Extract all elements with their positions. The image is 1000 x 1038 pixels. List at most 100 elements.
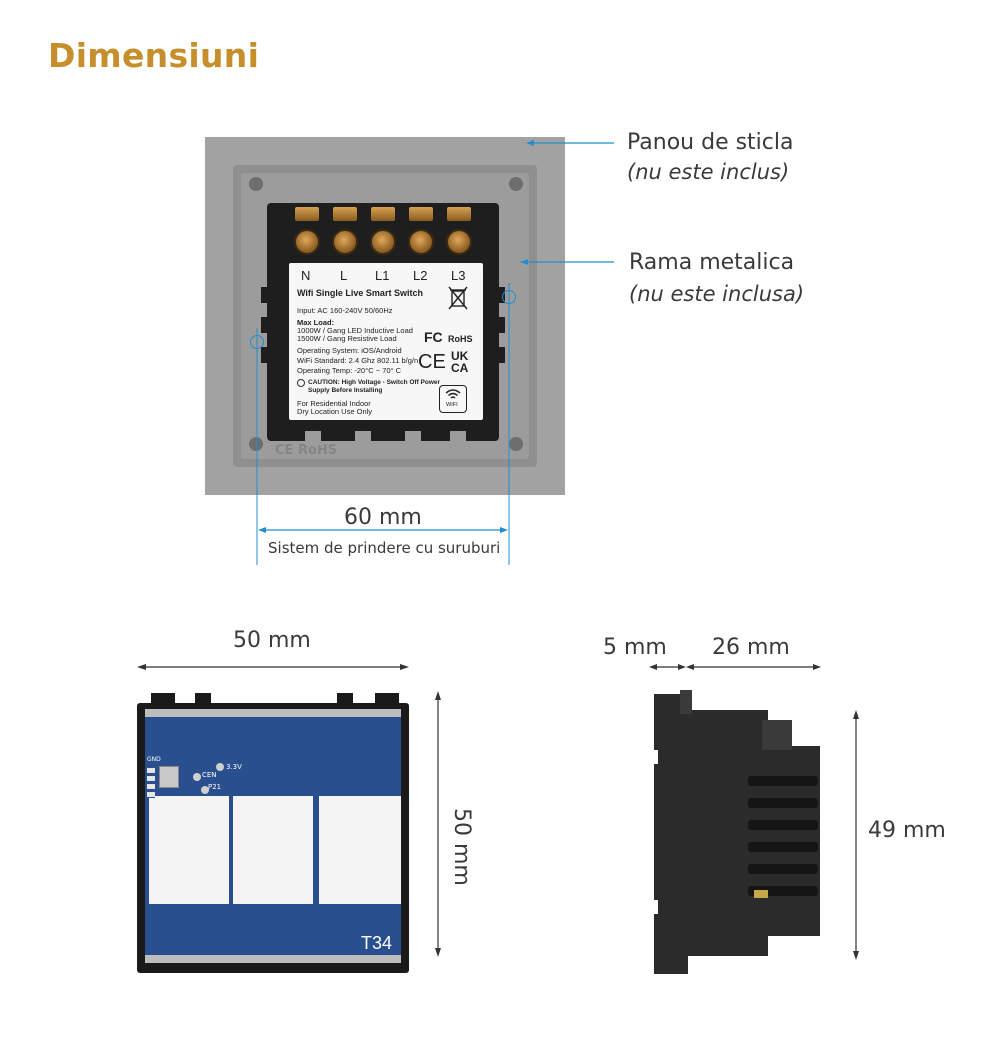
side-depth-value: 26 mm [712,635,790,660]
module-bottom-notch [450,431,466,445]
side-clip [680,690,692,714]
terminal-screw-top [295,207,319,221]
touch-pad-2 [233,796,313,904]
plate-hole [249,177,263,191]
label-os: Operating System: iOS/Android [297,346,402,355]
caution-icon [297,379,305,387]
embossed-marking: CE RoHS [275,443,338,458]
pcb-silk-p21: P21 [208,783,222,791]
label-max-load-2: 1500W / Gang Resistive Load [297,334,397,343]
terminal-label-l2: L2 [413,268,428,283]
terminal-screw [332,229,358,255]
side-vent [748,842,818,852]
pcb-test-point [216,763,224,771]
switch-back-photo: CE RoHS N L L1 L2 L3 Wifi Single Live Sm… [205,137,565,495]
side-vent [748,798,818,808]
side-vent [748,864,818,874]
side-height-value: 49 mm [868,818,946,843]
weee-bin-icon [447,285,469,311]
module-notch [495,317,505,333]
terminal-screw-top [409,207,433,221]
pcb-test-point [201,786,209,794]
glass-panel-label: Panou de sticla [627,130,794,155]
module-bottom-notch [355,431,371,445]
wifi-icon [445,389,461,399]
side-vent [748,886,818,896]
module-notch [261,317,271,333]
pcb-chip [159,766,179,788]
pcb-silver-strip [145,709,401,717]
pcb-width-value: 50 mm [233,628,311,653]
terminal-label-l1: L1 [375,268,390,283]
label-max-load-1: 1000W / Gang LED Inductive Load [297,326,413,335]
pcb-marking: T34 [361,933,393,953]
terminal-screw [370,229,396,255]
side-front-flange [654,694,688,974]
rohs-logo: RoHS [448,334,473,344]
ukca-logo-bottom: CA [451,361,469,375]
label-wifi-standard: WiFi Standard: 2.4 Ghz 802.11 b/g/n [297,356,419,365]
side-notch [650,900,658,914]
side-vent [748,776,818,786]
pcb-silk-cen: CEN [202,771,217,779]
frame-tab [375,693,399,707]
module-notch [261,347,271,363]
side-front-value: 5 mm [603,635,667,660]
screw-spacing-value: 60 mm [344,505,422,530]
pcb-photo: 3.3V CEN P21 GND T34 [137,693,409,975]
label-caution-2: Supply Before Installing [308,387,383,394]
ce-logo: CE [418,351,446,373]
module-notch [495,287,505,303]
frame-tab [195,693,211,707]
module-notch [261,287,271,303]
side-body-main [686,710,768,956]
terminal-screw [408,229,434,255]
label-temp: Operating Temp: -20°C ~ 70° C [297,366,402,375]
module-bottom-notch [405,431,421,445]
wifi-badge: WIFI [439,385,467,413]
side-notch [650,750,658,764]
wifi-badge-text: WIFI [446,402,458,408]
page-title: Dimensiuni [48,36,260,75]
pcb-silk-gnd: GND [147,756,161,763]
terminal-screw-top [447,207,471,221]
label-residential-2: Dry Location Use Only [297,407,373,416]
terminal-screw [446,229,472,255]
plate-hole [509,437,523,451]
terminal-screw-top [371,207,395,221]
module-bottom-notch [305,431,321,445]
product-label: N L L1 L2 L3 Wifi Single Live Smart Swit… [289,263,483,420]
terminal-screw [294,229,320,255]
side-body-back [766,746,820,936]
touch-pad-1 [149,796,229,904]
product-name: Wifi Single Live Smart Switch [297,288,423,298]
ukca-logo-top: UK [451,349,469,363]
side-clip [762,720,792,750]
screw-spacing-caption: Sistem de prindere cu suruburi [268,539,501,557]
terminal-screw-top [333,207,357,221]
terminal-label-n: N [301,268,311,283]
side-view-photo [650,690,822,975]
fcc-logo: FC [424,329,443,345]
pcb-silk-3v3: 3.3V [226,763,242,771]
label-input: Input: AC 160-240V 50/60Hz [297,306,393,315]
glass-panel-note: (nu este inclus) [627,160,790,184]
side-copper-contact [754,890,768,898]
label-residential-1: For Residential Indoor [297,399,371,408]
frame-tab [337,693,353,707]
plate-hole [249,437,263,451]
label-max-load-title: Max Load: [297,318,335,327]
frame-tab [151,693,175,707]
metal-frame-note: (nu este inclusa) [629,282,805,306]
terminal-label-l3: L3 [451,268,466,283]
pcb-height-value: 50 mm [449,808,474,886]
pcb-silver-strip [145,955,401,963]
plate-hole [509,177,523,191]
side-vent [748,820,818,830]
pcb-pin-row [147,768,155,798]
module-notch [495,347,505,363]
terminal-label-l: L [340,268,348,283]
touch-pad-3 [319,796,401,904]
metal-frame-label: Rama metalica [629,250,795,275]
